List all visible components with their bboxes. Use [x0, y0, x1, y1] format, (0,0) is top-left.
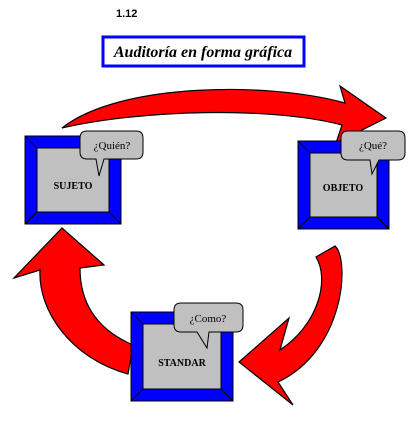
subject-label: SUJETO: [54, 181, 93, 192]
diagram-title: Auditoría en forma gráfica: [113, 44, 292, 61]
title-frame: [101, 35, 306, 68]
object-question: ¿Qué?: [359, 140, 387, 152]
subject-question-bubble: ¿Quién?: [79, 130, 144, 177]
standard-question-bubble: ¿Como?: [173, 302, 244, 350]
object-label: OBJETO: [323, 183, 364, 194]
object-question-bubble: ¿Qué?: [340, 130, 406, 176]
section-number: 1.12: [116, 8, 137, 20]
standard-question: ¿Como?: [190, 313, 227, 325]
arrow-standard-to-subject: [11, 227, 134, 375]
standard-label: STANDAR: [158, 358, 206, 369]
subject-question: ¿Quién?: [94, 140, 131, 152]
arrow-subject-to-object: [61, 84, 388, 145]
arrow-object-to-standard: [238, 245, 343, 406]
